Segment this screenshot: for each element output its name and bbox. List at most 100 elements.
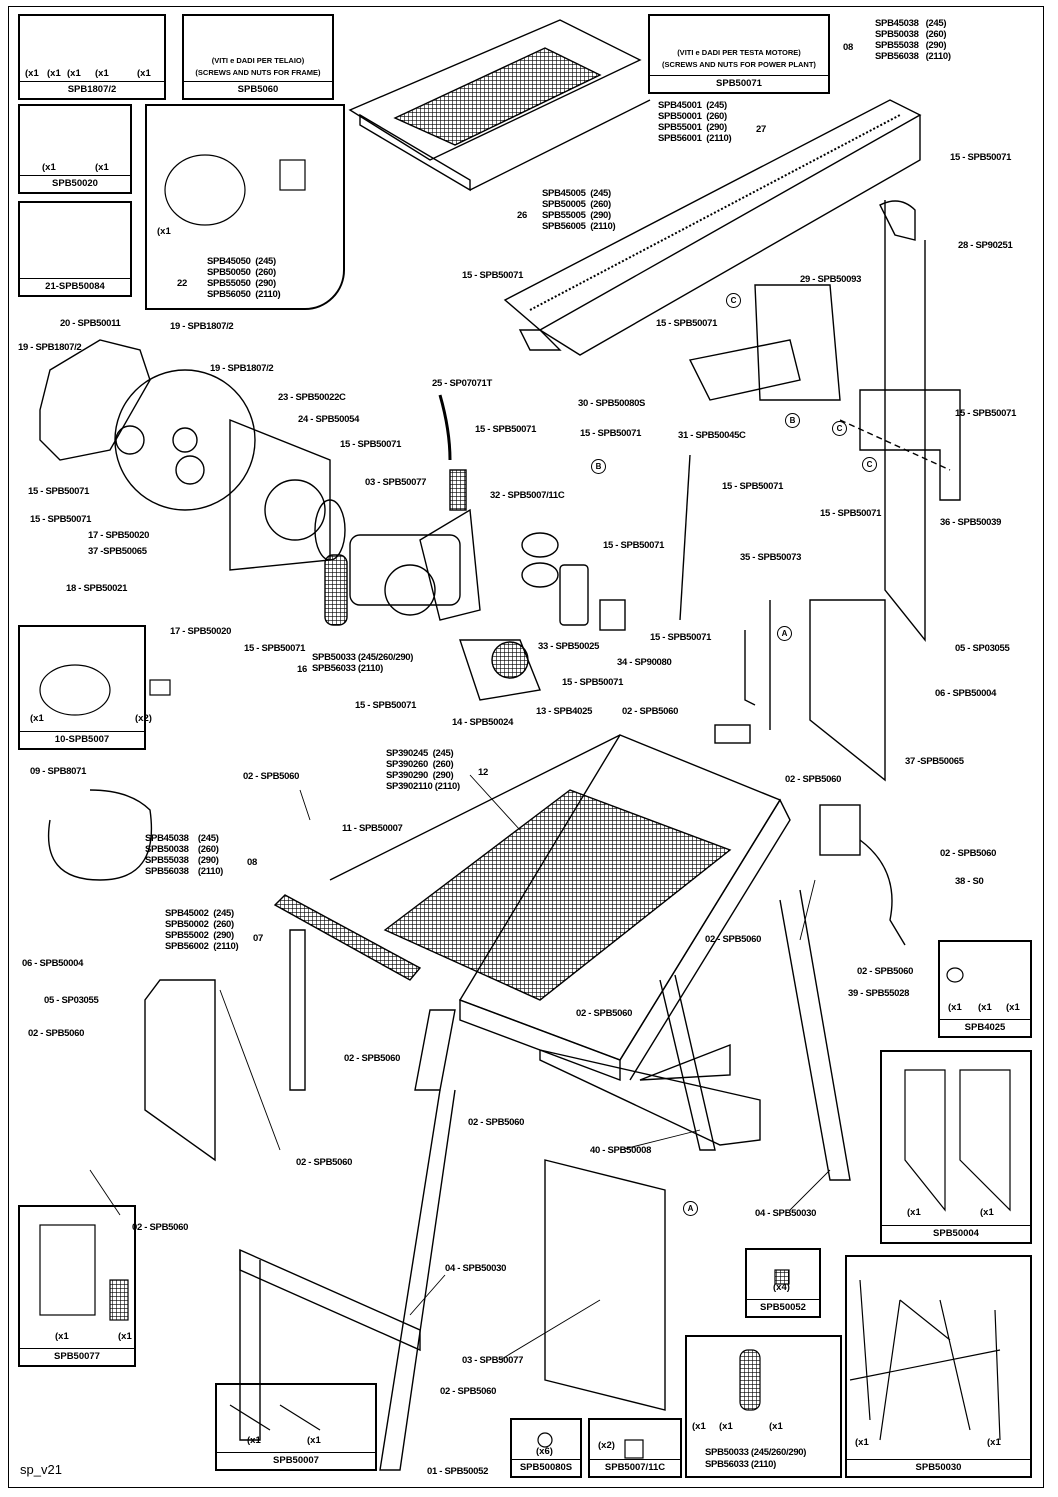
part-label: 05 - SP03055 <box>44 995 99 1006</box>
qty: (x1 <box>55 1331 69 1342</box>
qty: (x4) <box>773 1282 790 1293</box>
kit-note: (VITI e DADI PER TESTA MOTORE) <box>677 48 801 57</box>
ref-12: 12 <box>478 767 488 778</box>
part-code: SPB55050 (290) <box>207 278 276 289</box>
part-label: 15 - SPB50071 <box>462 270 524 281</box>
kit-code: SPB5007/11C <box>590 1459 680 1476</box>
kit-spb50084: 21-SPB50084 <box>18 201 132 297</box>
part-label: 15 - SPB50071 <box>340 439 402 450</box>
group-16-codes: SPB50033 (245/260/290) SPB56033 (2110) <box>312 652 414 674</box>
part-label: 02 - SPB5060 <box>296 1157 353 1168</box>
callout-c: C <box>832 421 847 436</box>
legs <box>239 889 851 1471</box>
kit-code: SPB50071 <box>650 75 828 92</box>
kit-spb1807: (x1 (x1 (x1 (x1 (x1 SPB1807/2 <box>18 14 166 100</box>
part-label: 02 - SPB5060 <box>705 934 762 945</box>
group-27-codes: SPB45001 (245) SPB50001 (260) SPB55001 (… <box>658 100 732 144</box>
bottom-panel <box>544 1159 666 1411</box>
part-label: 03 - SPB50077 <box>462 1355 524 1366</box>
part-label: 15 - SPB50071 <box>355 700 417 711</box>
kit-spb5060: (VITI e DADI PER TELAIO) (SCREWS AND NUT… <box>182 14 334 100</box>
part-label: 15 - SPB50071 <box>656 318 718 329</box>
switch-cable <box>859 839 906 946</box>
kit-spb4025: (x1 (x1 (x1 SPB4025 <box>938 940 1032 1038</box>
callout-b: B <box>591 459 606 474</box>
qty: (x1 <box>47 68 61 79</box>
part-label: 18 - SPB50021 <box>66 583 128 594</box>
qty: (x1 <box>855 1437 869 1448</box>
part-label: 02 - SPB5060 <box>622 706 679 717</box>
part-label: 17 - SPB50020 <box>88 530 150 541</box>
qty: (x1 <box>1006 1002 1020 1013</box>
group-07-codes: SPB45002 (245) SPB50002 (260) SPB55002 (… <box>165 908 239 952</box>
switch-box <box>521 532 626 631</box>
part-label: 13 - SPB4025 <box>536 706 593 717</box>
qty: (x2) <box>598 1440 615 1451</box>
kit-note: (SCREWS AND NUTS FOR POWER PLANT) <box>662 60 816 69</box>
group-12-codes: SP390245 (245) SP390260 (260) SP390290 (… <box>386 748 460 792</box>
part-code: SPB50050 (260) <box>207 267 276 278</box>
kit-code: SPB5060 <box>184 81 332 98</box>
kit-spb50020: (x1 (x1 SPB50020 <box>18 104 132 194</box>
kit-spb5007: (x1 (x2) 10-SPB5007 <box>18 625 152 750</box>
qty: (x1 <box>948 1002 962 1013</box>
qty: (x1 <box>118 1331 132 1342</box>
part-label: 15 - SPB50071 <box>603 540 665 551</box>
part-label: 38 - S0 <box>955 876 984 887</box>
qty: (x1 <box>692 1421 706 1432</box>
part-label: 24 - SPB50054 <box>298 414 360 425</box>
kit-code: SPB50020 <box>20 175 130 192</box>
kit-motor-22: (x1 22 SPB45050 (245) SPB50050 (260) SPB… <box>145 104 345 310</box>
ref-27: 27 <box>756 124 766 135</box>
part-label: 15 - SPB50071 <box>950 152 1012 163</box>
fence-rail <box>539 1049 761 1146</box>
blade-guard <box>39 339 331 571</box>
kit-code: SPB4025 <box>940 1019 1030 1036</box>
drawing-version: sp_v21 <box>20 1462 62 1477</box>
kit-code: SPB50077 <box>20 1348 134 1365</box>
motor-assembly <box>314 394 541 701</box>
qty: (x1 <box>95 68 109 79</box>
part-code: SPB45050 (245) <box>207 256 276 267</box>
qty: (x1 <box>247 1435 261 1446</box>
part-label: 15 - SPB50071 <box>820 508 882 519</box>
qty: (x1 <box>25 68 39 79</box>
part-label: 03 - SPB50077 <box>365 477 427 488</box>
part-label: 02 - SPB5060 <box>576 1008 633 1019</box>
part-label: 11 - SPB50007 <box>342 823 403 834</box>
qty: (x1 <box>42 162 56 173</box>
qty: (x1 <box>769 1421 783 1432</box>
qty: (x2) <box>135 713 152 724</box>
part-label: 19 - SPB1807/2 <box>170 321 234 332</box>
kit-code: SPB1807/2 <box>20 81 164 98</box>
side-plate-left <box>144 979 216 1162</box>
part-label: 01 - SPB50052 <box>427 1466 489 1477</box>
part-label: 05 - SP03055 <box>955 643 1010 654</box>
kit-code: SPB50033 (245/260/290) <box>705 1447 807 1458</box>
ref-08: 08 <box>247 857 257 868</box>
ref-16: 16 <box>297 664 307 675</box>
tools <box>714 600 771 744</box>
kit-spb50030: (x1 (x1 SPB50030 <box>845 1255 1032 1478</box>
part-label: 17 - SPB50020 <box>170 626 232 637</box>
part-label: 15 - SPB50071 <box>562 677 624 688</box>
group-08-codes: SPB45038 (245) SPB50038 (260) SPB55038 (… <box>145 833 224 877</box>
kit-note: (VITI e DADI PER TELAIO) <box>211 56 305 65</box>
part-label: 15 - SPB50071 <box>580 428 642 439</box>
kit-spb50080s: (x6) SPB50080S <box>510 1418 582 1478</box>
leader-lines <box>89 774 831 1361</box>
part-label: 02 - SPB5060 <box>344 1053 401 1064</box>
kit-spb50077: (x1 (x1 SPB50077 <box>18 1205 136 1367</box>
part-label: 04 - SPB50030 <box>445 1263 507 1274</box>
qty: (x1 <box>719 1421 733 1432</box>
side-plate-right <box>809 599 886 782</box>
part-label: 40 - SPB50008 <box>590 1145 652 1156</box>
part-label: 02 - SPB5060 <box>28 1028 85 1039</box>
part-label: 02 - SPB5060 <box>857 966 914 977</box>
part-label: 29 - SPB50093 <box>800 274 862 285</box>
part-label: 37 -SPB50065 <box>905 756 964 767</box>
qty: (x1 <box>907 1207 921 1218</box>
part-label: 19 - SPB1807/2 <box>18 342 82 353</box>
part-label: 20 - SPB50011 <box>60 318 121 329</box>
